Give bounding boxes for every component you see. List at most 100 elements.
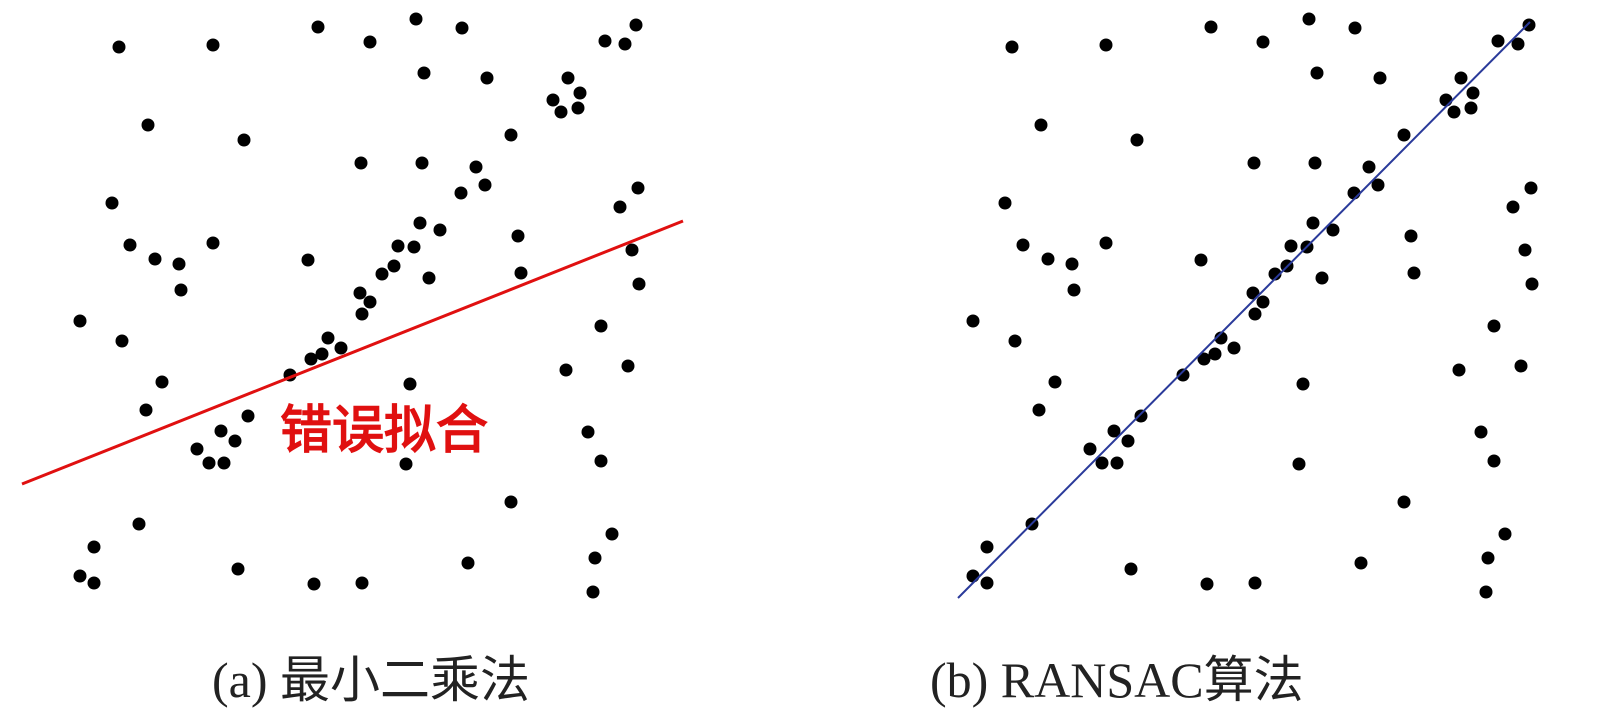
data-point (966, 569, 980, 583)
data-point (1354, 556, 1368, 570)
data-point (148, 252, 162, 266)
data-point (1308, 156, 1322, 170)
data-point (1481, 551, 1495, 565)
data-point (625, 243, 639, 257)
data-point (1292, 457, 1306, 471)
data-point (1347, 186, 1361, 200)
data-point (613, 200, 627, 214)
data-point (87, 576, 101, 590)
data-point (1466, 86, 1480, 100)
least-squares-fit-line (21, 219, 684, 486)
data-point (174, 283, 188, 297)
data-point (1200, 577, 1214, 591)
data-point (1439, 93, 1453, 107)
data-point (1362, 160, 1376, 174)
data-point (73, 569, 87, 583)
data-point (407, 240, 421, 254)
data-point (1479, 585, 1493, 599)
data-point (123, 238, 137, 252)
data-point (1256, 35, 1270, 49)
data-point (1525, 277, 1539, 291)
caption-ransac: (b) RANSAC算法 (930, 652, 1304, 708)
data-point (422, 271, 436, 285)
data-point (415, 156, 429, 170)
data-point (304, 352, 318, 366)
data-point (105, 196, 119, 210)
data-point (966, 314, 980, 328)
data-point (1522, 18, 1536, 32)
data-point (311, 20, 325, 34)
data-point (1176, 368, 1190, 382)
data-point (514, 266, 528, 280)
data-point (214, 424, 228, 438)
data-point (605, 527, 619, 541)
data-point (228, 434, 242, 448)
data-point (355, 576, 369, 590)
data-point (581, 425, 595, 439)
data-point (1214, 331, 1228, 345)
data-point (1065, 257, 1079, 271)
data-point (561, 71, 575, 85)
data-point (1107, 424, 1121, 438)
data-point (631, 181, 645, 195)
data-point (1511, 37, 1525, 51)
data-point (588, 551, 602, 565)
data-point (132, 517, 146, 531)
data-point (1306, 216, 1320, 230)
data-point (1208, 347, 1222, 361)
data-point (1302, 12, 1316, 26)
data-point (1487, 319, 1501, 333)
data-point (1099, 236, 1113, 250)
data-point (469, 160, 483, 174)
caption-least-squares: (a) 最小二乘法 (212, 652, 530, 708)
data-point (307, 577, 321, 591)
data-point (1447, 105, 1461, 119)
data-point (315, 347, 329, 361)
data-point (413, 216, 427, 230)
data-point (1248, 307, 1262, 321)
data-point (1518, 243, 1532, 257)
data-point (504, 495, 518, 509)
data-point (1032, 403, 1046, 417)
data-point (1067, 283, 1081, 297)
data-point (1491, 34, 1505, 48)
data-point (1487, 454, 1501, 468)
data-point (632, 277, 646, 291)
data-point (1506, 200, 1520, 214)
data-point (1194, 253, 1208, 267)
data-point (155, 375, 169, 389)
data-point (1514, 359, 1528, 373)
data-point (1197, 352, 1211, 366)
data-point (399, 457, 413, 471)
data-point (480, 71, 494, 85)
data-point (1326, 223, 1340, 237)
data-point (1371, 178, 1385, 192)
data-point (375, 267, 389, 281)
data-point (573, 86, 587, 100)
data-point (511, 229, 525, 243)
data-point (478, 178, 492, 192)
data-point (1498, 527, 1512, 541)
data-point (334, 341, 348, 355)
data-point (1130, 133, 1144, 147)
data-point (172, 257, 186, 271)
data-point (1005, 40, 1019, 54)
data-point (1134, 409, 1148, 423)
data-point (217, 456, 231, 470)
data-point (301, 253, 315, 267)
panel-ransac (957, 12, 1539, 599)
data-point (354, 156, 368, 170)
data-point (1099, 38, 1113, 52)
data-point (391, 239, 405, 253)
data-point (594, 454, 608, 468)
data-point (1268, 267, 1282, 281)
data-point (1404, 229, 1418, 243)
data-point (1315, 271, 1329, 285)
data-point (594, 319, 608, 333)
data-point (571, 101, 585, 115)
data-point (363, 295, 377, 309)
data-point (241, 409, 255, 423)
data-point (355, 307, 369, 321)
data-point (1048, 375, 1062, 389)
data-point (112, 40, 126, 54)
